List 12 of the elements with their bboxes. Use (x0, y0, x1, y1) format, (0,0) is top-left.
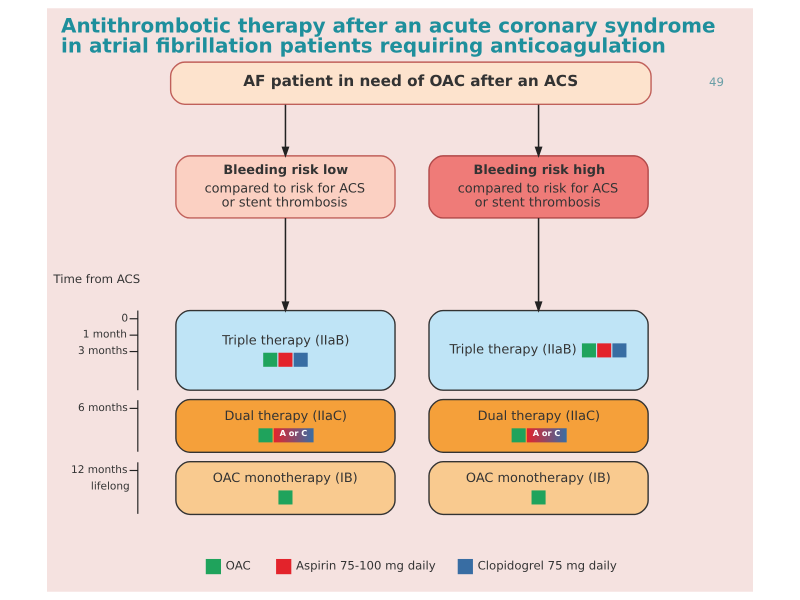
label: lifelong (90, 480, 130, 492)
diagram-title: Antithrombotic therapy after an acute coronary syndrome in atrial fibrillation patients requiring anticoagulation (61, 14, 716, 58)
label: 6 months (78, 402, 128, 414)
legend-label: OAC (226, 558, 251, 573)
label: Time from ACS (53, 272, 140, 286)
legend-label: Aspirin 75-100 mg daily (296, 558, 436, 573)
label: 0 (121, 312, 128, 324)
label: 12 months (71, 464, 128, 476)
label: 49 (709, 75, 724, 90)
legend-label: Clopidogrel 75 mg daily (478, 558, 617, 573)
label: 3 months (78, 345, 128, 358)
label: 1 month (82, 328, 127, 341)
